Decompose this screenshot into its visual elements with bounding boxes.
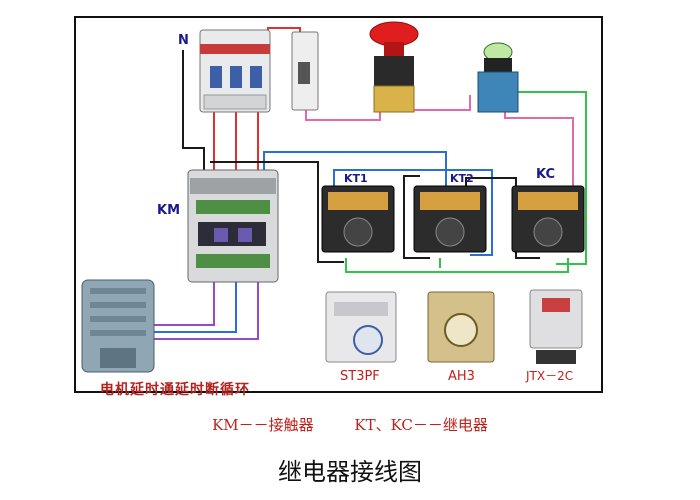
wire-motor-2 bbox=[150, 270, 237, 333]
relay-label-kt2: KT2 bbox=[450, 172, 474, 185]
legend-relays: KT、KC－－继电器 bbox=[354, 416, 488, 434]
wire-motor-3 bbox=[150, 270, 259, 340]
contactor-km bbox=[187, 169, 279, 283]
product-label-st3pf: ST3PF bbox=[340, 369, 380, 384]
wire-neutral bbox=[182, 50, 205, 172]
relay-label-kc: KC bbox=[536, 167, 555, 182]
wire-control-pink bbox=[305, 110, 381, 121]
diagram-caption: 电机延时通延时断循环 bbox=[100, 382, 250, 398]
legend-contactor: KM－－接触器 bbox=[212, 416, 314, 434]
product-label-ah3: AH3 bbox=[448, 369, 475, 384]
timer-ah3 bbox=[427, 291, 495, 363]
legend: KM－－接触器 KT、KC－－继电器 bbox=[0, 414, 700, 435]
relay-kt1 bbox=[321, 185, 395, 253]
wire-blue-2 bbox=[333, 169, 493, 256]
contactor-label: KM bbox=[157, 203, 180, 218]
main-breaker bbox=[199, 29, 271, 113]
neutral-label: N bbox=[178, 33, 189, 48]
control-breaker bbox=[291, 31, 319, 111]
page-title: 继电器接线图 bbox=[278, 458, 422, 486]
wire-black-3 bbox=[465, 177, 540, 259]
wire-control-pink-3 bbox=[504, 110, 574, 188]
wire-motor-1 bbox=[150, 270, 215, 326]
wire-green-start bbox=[500, 91, 587, 265]
motor bbox=[81, 279, 155, 373]
timer-st3pf bbox=[325, 291, 397, 363]
wire-control-pink-2 bbox=[408, 95, 471, 111]
relay-jtx-2c bbox=[529, 289, 583, 364]
wire-black-1 bbox=[210, 161, 344, 263]
wire-black-2 bbox=[403, 175, 430, 259]
wire-green-bottom bbox=[345, 258, 569, 273]
relay-kc bbox=[511, 185, 585, 253]
relay-label-kt1: KT1 bbox=[344, 172, 368, 185]
emergency-stop-button bbox=[369, 21, 419, 113]
product-label-jtx-2c: JTX－2C bbox=[525, 369, 573, 383]
relay-kt2 bbox=[413, 185, 487, 253]
start-button bbox=[477, 42, 519, 113]
